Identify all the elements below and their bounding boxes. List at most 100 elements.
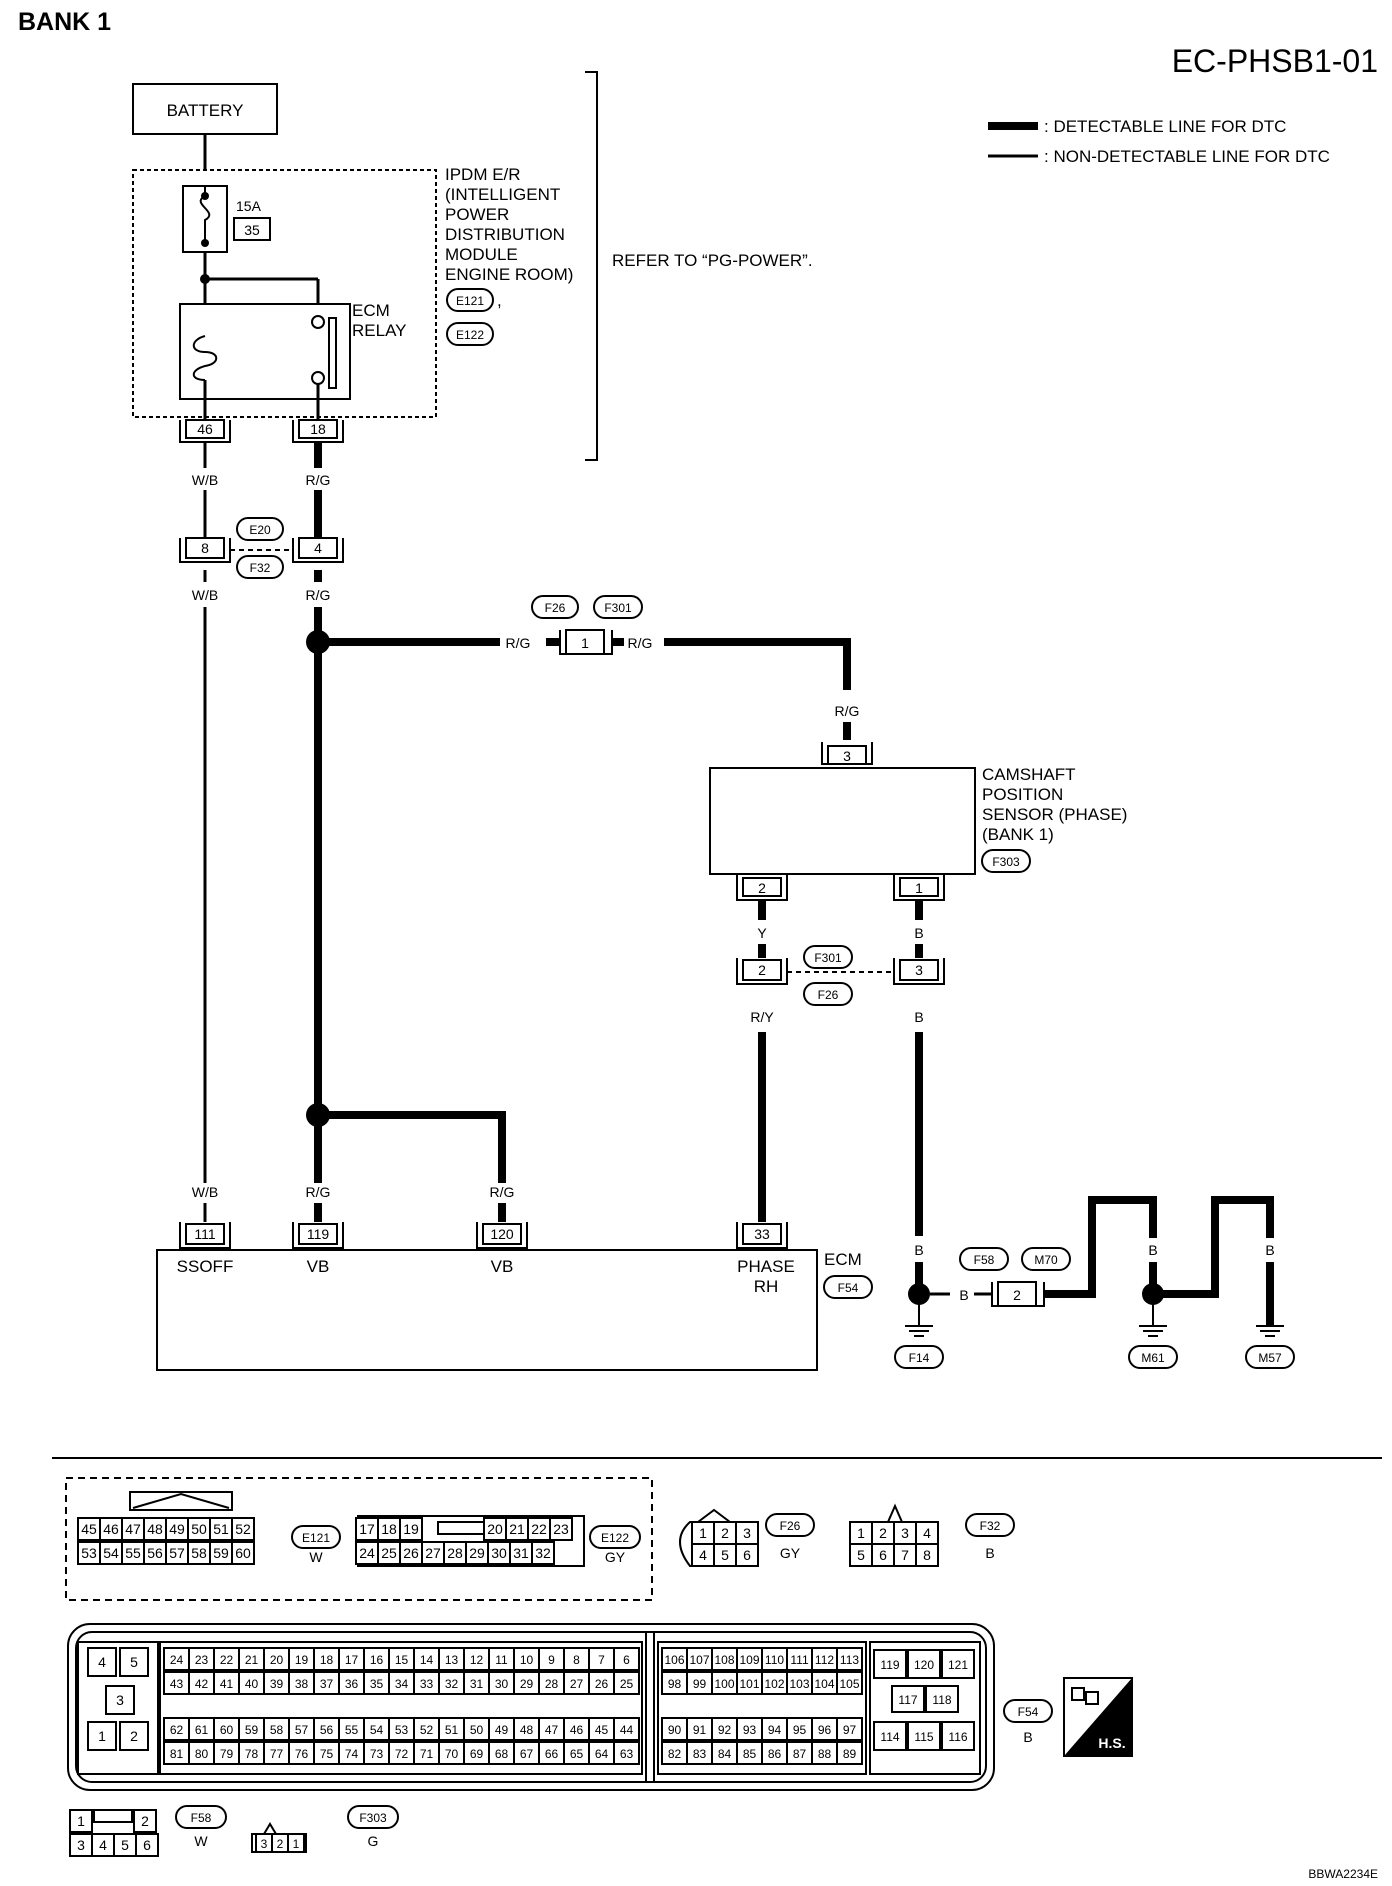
f54-pin-116: 116 (948, 1730, 967, 1744)
e121-pin-60: 60 (235, 1545, 251, 1561)
ecm-pin-name-vb-2: VB (491, 1257, 514, 1276)
fuse-number: 35 (244, 222, 260, 238)
f54-pin-50: 50 (470, 1723, 484, 1737)
f54-pin-41: 41 (220, 1677, 234, 1691)
f54-pin-112: 112 (815, 1653, 834, 1667)
f54-pin-84: 84 (718, 1747, 732, 1761)
ipdm-line-1: IPDM E/R (445, 165, 521, 184)
f54-pin-90: 90 (668, 1723, 682, 1737)
jc-f301-pin-2: 2 (758, 962, 766, 978)
wire-label-rg-4: R/G (628, 635, 653, 651)
ecm-module: 111 119 120 33 SSOFF VB VB PHASE RH ECM … (156, 1222, 873, 1371)
jc-f301-pin-3: 3 (915, 962, 923, 978)
jc-f301-id-2: F301 (814, 951, 842, 965)
f58-pin-1: 1 (77, 1813, 85, 1829)
f26-pin-4: 4 (699, 1547, 707, 1563)
face-f303-id: F303 (359, 1811, 387, 1825)
f54-pin-6-cell (613, 1647, 640, 1671)
f54-pin-63: 63 (620, 1747, 634, 1761)
relay-contact-icon (328, 317, 337, 389)
f54-pin-42: 42 (195, 1677, 209, 1691)
f54-pin-115: 115 (914, 1730, 933, 1744)
f54-pin-57: 57 (295, 1723, 309, 1737)
f54-pin-64: 64 (595, 1747, 609, 1761)
f54-pin-74: 74 (345, 1747, 359, 1761)
legend-non-detectable: : NON-DETECTABLE LINE FOR DTC (1044, 147, 1330, 166)
e121-pin-57: 57 (169, 1545, 185, 1561)
wire-label-y: Y (757, 925, 767, 941)
f54-pin-24: 24 (170, 1653, 184, 1667)
f54-pin-105: 105 (839, 1677, 859, 1691)
f54-pin-96: 96 (818, 1723, 832, 1737)
inline-connector-f26: 1 F26 F301 (531, 595, 643, 655)
ecm-pin-name-vb-1: VB (307, 1257, 330, 1276)
f54-pin-118-cell (925, 1685, 959, 1713)
f54-pin-44: 44 (620, 1723, 634, 1737)
e122-pin-27: 27 (425, 1545, 441, 1561)
f54-pin-95: 95 (793, 1723, 807, 1737)
e122-pin-29: 29 (469, 1545, 485, 1561)
f54-pin-117: 117 (898, 1693, 917, 1707)
f54-pin-15: 15 (395, 1653, 409, 1667)
f54-pin-118: 118 (932, 1693, 951, 1707)
face-f32-color: B (985, 1545, 994, 1561)
e122-pin-31: 31 (513, 1545, 529, 1561)
f54-pin-40: 40 (245, 1677, 259, 1691)
face-e121-id: E121 (302, 1531, 330, 1545)
wire-label-rg-3: R/G (506, 635, 531, 651)
f54-pin-72: 72 (395, 1747, 409, 1761)
sensor-pin-2: 2 (758, 880, 766, 896)
ground-section: B F14 B 2 F58 M70 B B M61 B B (894, 1196, 1295, 1369)
hs-harness-icon (1071, 1687, 1099, 1705)
f54-pin-37: 37 (320, 1677, 334, 1691)
f54-pin-58: 58 (270, 1723, 284, 1737)
f54-pin-29: 29 (520, 1677, 534, 1691)
sensor-line-4: (BANK 1) (982, 825, 1054, 844)
wire-label-b-1: B (914, 925, 923, 941)
ipdm-module: 15A 35 ECM RELAY (132, 169, 437, 430)
f54-pin-33: 33 (420, 1677, 434, 1691)
wire-label-wb-2: W/B (192, 587, 218, 603)
f54-pin-100: 100 (714, 1677, 734, 1691)
f54-pin-113-cell (836, 1647, 863, 1671)
f54-pin-98: 98 (668, 1677, 682, 1691)
f58-pin-1-cell (69, 1809, 93, 1833)
f54-pin-26: 26 (595, 1677, 609, 1691)
wire-label-b-3: B (914, 1242, 923, 1258)
wire-label-rg-6: R/G (306, 1184, 331, 1200)
f54-pin-8: 8 (573, 1653, 580, 1667)
f54-pin-65: 65 (570, 1747, 584, 1761)
f54-pin-97: 97 (843, 1723, 857, 1737)
f54-pin-67: 67 (520, 1747, 534, 1761)
ground-m70-id: M70 (1034, 1253, 1058, 1267)
f54-pin-120-cell (907, 1649, 941, 1679)
f58-pin-3: 3 (77, 1837, 85, 1853)
f54-pin-92: 92 (718, 1723, 732, 1737)
f54-pin-45: 45 (595, 1723, 609, 1737)
wire-label-b-8: B (1265, 1242, 1274, 1258)
f54-pin-53: 53 (395, 1723, 409, 1737)
jc-e20-id: E20 (249, 523, 271, 537)
wire-label-b-7: B (1210, 1242, 1219, 1258)
f54-pin-1: 1 (98, 1728, 106, 1744)
f54-pin-27: 27 (570, 1677, 584, 1691)
f26-pin-3: 3 (743, 1525, 751, 1541)
f54-pin-68: 68 (495, 1747, 509, 1761)
f32-pin-3: 3 (901, 1525, 909, 1541)
e121-pin-53: 53 (81, 1545, 97, 1561)
f54-pin-1-cell (87, 1721, 117, 1751)
ipdm-line-2: (INTELLIGENT (445, 185, 560, 204)
f54-pin-14: 14 (420, 1653, 434, 1667)
e121-pin-50: 50 (191, 1521, 207, 1537)
f58-pin-2-cell (133, 1809, 157, 1833)
f54-pin-51: 51 (445, 1723, 459, 1737)
f58-pin-4: 4 (99, 1837, 107, 1853)
face-f26-id: F26 (780, 1519, 801, 1533)
ipdm-pin-46-num: 46 (197, 421, 213, 437)
f54-pin-2-cell (119, 1721, 149, 1751)
f54-pin-61: 61 (195, 1723, 209, 1737)
f54-pin-36: 36 (345, 1677, 359, 1691)
f54-pin-5-cell (119, 1647, 149, 1677)
face-f32-id: F32 (980, 1519, 1001, 1533)
